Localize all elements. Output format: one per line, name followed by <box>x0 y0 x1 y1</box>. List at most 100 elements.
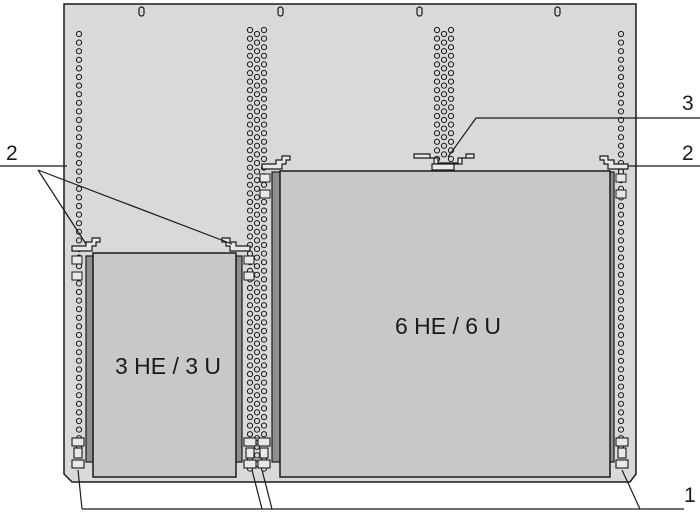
perforation-hole-icon <box>246 422 254 429</box>
perforation-hole-icon <box>246 190 254 197</box>
perforation-hole-icon <box>253 340 261 347</box>
perforation-hole-icon <box>617 426 625 433</box>
module-3u-label: 3 HE / 3 U <box>115 353 221 379</box>
perforation-hole-icon <box>433 26 441 34</box>
perforation-hole-icon <box>246 35 254 42</box>
perforation-hole-icon <box>617 99 625 106</box>
perforation-hole-icon <box>246 336 254 343</box>
perforation-hole-icon <box>617 340 625 347</box>
perforation-hole-icon <box>260 26 268 34</box>
perforation-hole-icon <box>260 216 268 223</box>
perforation-hole-icon <box>75 366 83 373</box>
perforation-hole-icon <box>617 142 625 149</box>
perforation-hole-icon <box>253 168 261 175</box>
perforation-hole-icon <box>246 370 254 378</box>
perforation-hole-icon <box>75 426 83 433</box>
perforation-hole-icon <box>253 228 261 235</box>
perforation-hole-icon <box>246 379 254 386</box>
perforation-hole-icon <box>447 44 455 51</box>
perforation-hole-icon <box>253 263 261 270</box>
perforation-hole-icon <box>433 61 441 68</box>
perforation-hole-icon <box>253 134 261 141</box>
perforation-hole-icon <box>75 116 83 124</box>
perforation-hole-icon <box>433 35 441 42</box>
perforation-hole-icon <box>253 417 261 425</box>
perforation-hole-icon <box>260 267 268 274</box>
perforation-hole-icon <box>246 345 254 352</box>
perforation-hole-icon <box>246 327 254 335</box>
perforation-hole-icon <box>617 220 625 227</box>
perforation-hole-icon <box>260 198 268 206</box>
perforation-hole-icon <box>440 91 448 98</box>
perforation-hole-icon <box>246 138 254 145</box>
module-6u-label: 6 HE / 6 U <box>395 313 501 339</box>
perforation-hole-icon <box>75 177 83 184</box>
perforation-hole-icon <box>260 147 268 154</box>
perforation-hole-icon <box>260 138 268 145</box>
perforation-hole-icon <box>75 228 83 235</box>
perforation-hole-icon <box>447 26 455 34</box>
callout-mounting-bracket-left: 2 <box>6 142 18 165</box>
perforation-hole-icon <box>617 151 625 158</box>
perforation-hole-icon <box>617 48 625 55</box>
perforation-hole-icon <box>253 392 261 399</box>
perforation-hole-icon <box>617 366 625 373</box>
perforation-hole-icon <box>75 297 83 304</box>
perforation-hole-icon <box>246 87 254 94</box>
perforation-hole-icon <box>75 39 83 46</box>
perforation-hole-icon <box>253 237 261 244</box>
perforation-hole-icon <box>246 112 254 120</box>
perforation-hole-icon <box>246 173 254 180</box>
perforation-hole-icon <box>260 224 268 231</box>
rail-foot-icon <box>615 437 629 469</box>
perforation-hole-icon <box>617 245 625 253</box>
perforation-hole-icon <box>260 241 268 249</box>
perforation-hole-icon <box>253 220 261 227</box>
perforation-hole-icon <box>447 121 455 128</box>
perforation-hole-icon <box>75 280 83 287</box>
perforation-hole-icon <box>433 69 441 77</box>
perforation-hole-icon <box>246 413 254 421</box>
perforation-hole-icon <box>260 431 268 438</box>
perforation-hole-icon <box>617 202 625 210</box>
perforation-hole-icon <box>617 228 625 235</box>
perforation-hole-icon <box>75 349 83 356</box>
perforation-hole-icon <box>617 374 625 382</box>
perforation-hole-icon <box>447 61 455 68</box>
perforation-hole-icon <box>617 314 625 321</box>
perforation-hole-icon <box>75 108 83 115</box>
perforation-hole-icon <box>617 134 625 141</box>
perforation-hole-icon <box>617 30 625 38</box>
perforation-hole-icon <box>75 409 83 416</box>
perforation-hole-icon <box>75 211 83 218</box>
perforation-hole-icon <box>246 147 254 154</box>
perforation-hole-icon <box>447 95 455 102</box>
perforation-hole-icon <box>75 151 83 158</box>
perforation-hole-icon <box>260 388 268 395</box>
perforation-hole-icon <box>433 78 441 85</box>
perforation-hole-icon <box>260 112 268 120</box>
perforation-hole-icon <box>447 69 455 77</box>
perforation-hole-icon <box>253 99 261 106</box>
perforation-hole-icon <box>260 259 268 266</box>
perforation-hole-icon <box>440 48 448 55</box>
perforation-hole-icon <box>617 39 625 46</box>
rail-clip-icon <box>71 271 83 281</box>
perforation-hole-icon <box>253 409 261 416</box>
perforation-hole-icon <box>75 306 83 313</box>
perforation-hole-icon <box>75 202 83 210</box>
perforation-hole-icon <box>253 288 261 296</box>
perforation-hole-icon <box>75 30 83 38</box>
perforation-hole-icon <box>617 73 625 81</box>
perforation-hole-icon <box>260 78 268 85</box>
perforation-hole-icon <box>246 207 254 214</box>
perforation-hole-icon <box>617 400 625 407</box>
perforation-hole-icon <box>246 388 254 395</box>
perforation-hole-icon <box>246 104 254 111</box>
perforation-hole-icon <box>260 130 268 137</box>
perforation-hole-icon <box>75 383 83 390</box>
perforation-hole-icon <box>253 366 261 373</box>
perforation-hole-icon <box>75 56 83 63</box>
perforation-hole-icon <box>440 108 448 115</box>
mounting-bracket-icon <box>599 155 629 170</box>
